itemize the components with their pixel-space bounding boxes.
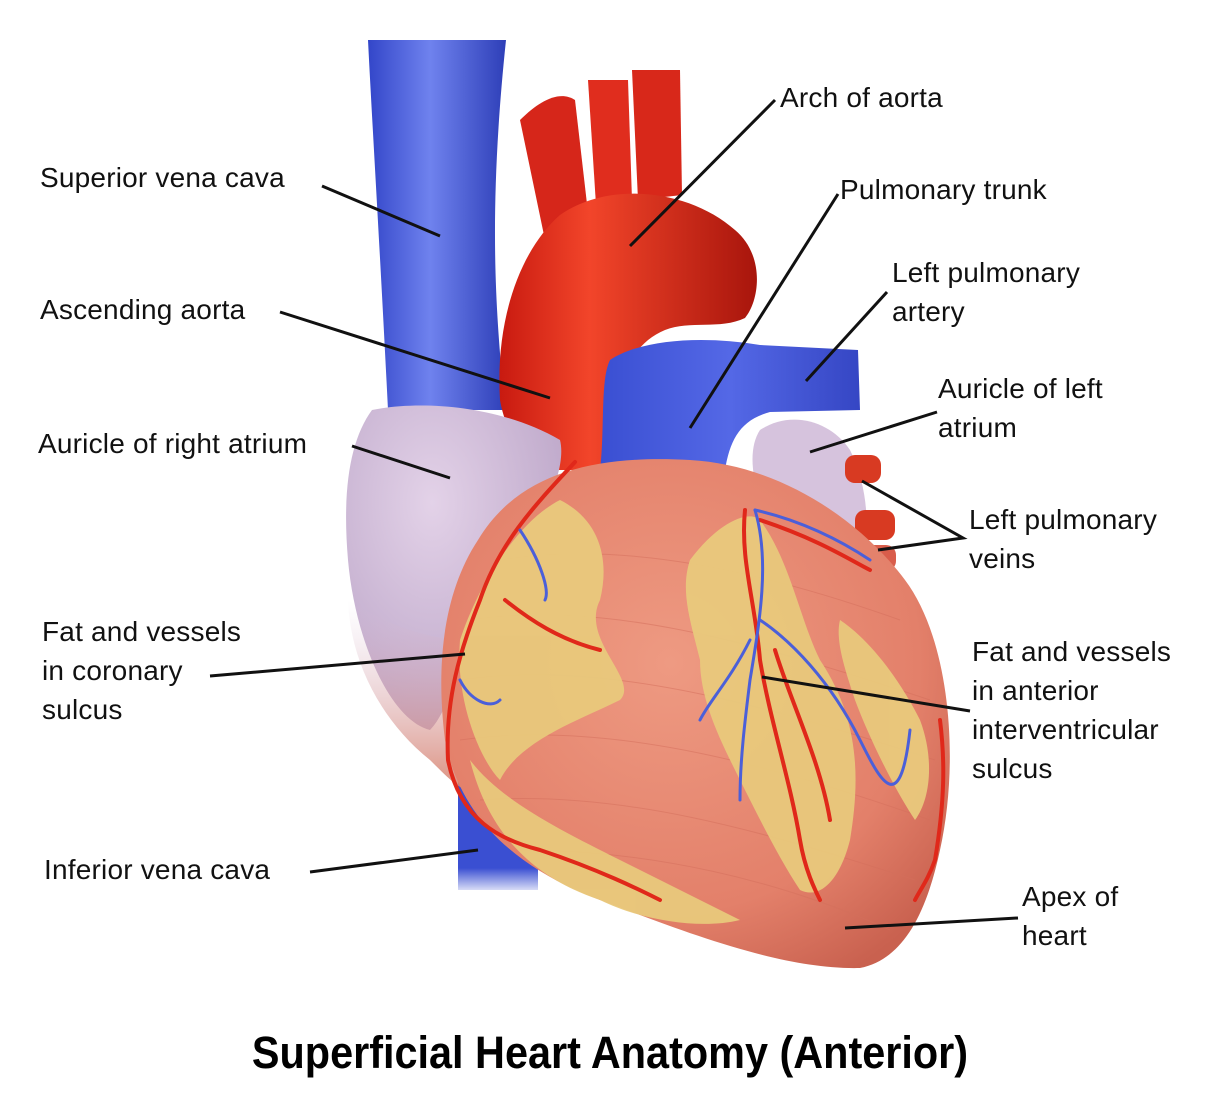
coronary-arteries <box>445 460 946 902</box>
leader-inferior-vena-cava <box>309 848 479 874</box>
label-auricle-right-atrium: Auricle of right atrium <box>38 428 308 459</box>
label-pulmonary-trunk: Pulmonary trunk <box>840 174 1047 205</box>
label-fat-anterior-interventricular-sulcus: Fat and vessels in anterior interventric… <box>972 636 1172 784</box>
leader-pulmonary-trunk <box>688 193 840 429</box>
label-ascending-aorta: Ascending aorta <box>40 294 246 325</box>
label-arch-of-aorta: Arch of aorta <box>780 82 943 113</box>
diagram-title: Superficial Heart Anatomy (Anterior) <box>251 1027 969 1078</box>
leader-left-pulmonary-artery <box>804 290 889 383</box>
leader-auricle-right-atrium <box>351 444 451 480</box>
leader-auricle-left-atrium <box>809 410 938 454</box>
leader-arch-of-aorta <box>628 98 777 248</box>
label-apex-of-heart: Apex of heart <box>1022 881 1119 951</box>
superior-vena-cava-shape <box>355 30 525 410</box>
leader-left-pulmonary-veins <box>861 479 968 552</box>
leader-superior-vena-cava <box>321 184 441 238</box>
leader-lines <box>209 98 1019 930</box>
pulmonary-trunk-shape <box>600 340 860 470</box>
leader-fat-anterior-interventricular-sulcus <box>761 675 971 713</box>
aortic-branches <box>520 70 682 240</box>
coronary-veins <box>458 508 912 802</box>
label-left-pulmonary-veins: Left pulmonary veins <box>969 504 1158 574</box>
leader-fat-coronary-sulcus <box>209 652 466 678</box>
leader-ascending-aorta <box>279 310 551 400</box>
label-inferior-vena-cava: Inferior vena cava <box>44 854 271 885</box>
aorta-shape <box>499 193 757 470</box>
label-left-pulmonary-artery: Left pulmonary artery <box>892 257 1081 327</box>
label-fat-coronary-sulcus: Fat and vessels in coronary sulcus <box>42 616 242 725</box>
label-auricle-left-atrium: Auricle of left atrium <box>938 373 1103 443</box>
leader-apex-of-heart <box>844 916 1019 930</box>
label-superior-vena-cava: Superior vena cava <box>40 162 285 193</box>
